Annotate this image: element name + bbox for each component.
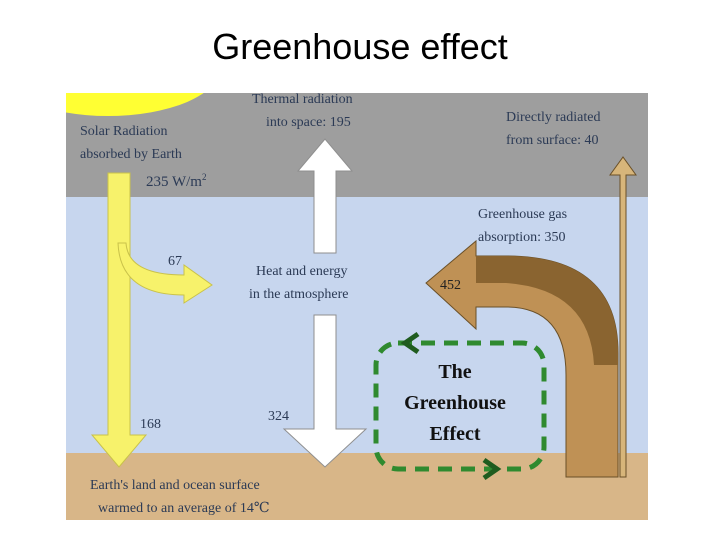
direct-up-arrow bbox=[609, 156, 637, 478]
loop-arrowhead-bottom bbox=[482, 457, 502, 481]
heat-down-arrow bbox=[282, 314, 368, 468]
value-168: 168 bbox=[140, 417, 161, 432]
slide-title: Greenhouse effect bbox=[212, 26, 508, 67]
greenhouse-gas-shade bbox=[476, 256, 618, 365]
sun-icon bbox=[66, 93, 204, 116]
value-67: 67 bbox=[168, 254, 182, 269]
solar-value: 235 W/m bbox=[146, 174, 202, 190]
diagram-graphic bbox=[66, 93, 648, 520]
solar-branch-arrow bbox=[117, 242, 213, 304]
space-band bbox=[66, 93, 648, 197]
thermal-up-arrow bbox=[296, 138, 354, 254]
value-324: 324 bbox=[268, 409, 289, 424]
surface-label: Earth's land and ocean surface warmed to… bbox=[90, 478, 270, 516]
heat-energy-label: Heat and energy in the atmosphere bbox=[249, 264, 349, 302]
directly-radiated-label: Directly radiated from surface: 40 bbox=[506, 110, 601, 148]
greenhouse-effect-label: The Greenhouse Effect bbox=[404, 361, 506, 445]
thermal-radiation-label: Thermal radiation into space: 195 bbox=[252, 93, 353, 130]
solar-down-arrow bbox=[90, 172, 148, 468]
atmosphere-band bbox=[66, 197, 648, 453]
greenhouse-diagram: Solar Radiation absorbed by Earth 235 W/… bbox=[66, 93, 648, 520]
greenhouse-gas-label: Greenhouse gas absorption: 350 bbox=[478, 207, 568, 245]
loop-arrowhead-top bbox=[400, 331, 420, 355]
solar-value-sup: 2 bbox=[201, 172, 207, 182]
value-452: 452 bbox=[440, 278, 461, 293]
solar-value-label: 235 W/m2 bbox=[146, 166, 206, 194]
solar-radiation-label: Solar Radiation absorbed by Earth bbox=[80, 124, 182, 162]
ground-band bbox=[66, 453, 648, 520]
